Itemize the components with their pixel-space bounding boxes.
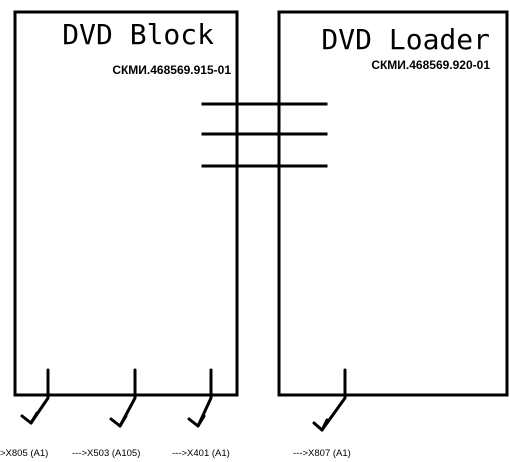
dvd-loader: DVD Loader СКМИ.468569.920-01 [277,10,509,397]
connector-label: >X805 (A1) [0,448,48,459]
connector-lead [312,368,347,432]
connector-label: --->X401 (A1) [172,448,230,459]
dvd-block-code: СКМИ.468569.915-01 [112,63,231,77]
connector-label: --->X807 (A1) [293,448,351,459]
connector-lead [20,368,50,425]
connector-lead [109,368,137,428]
dvd-block-title: DVD Block [62,18,214,51]
interconnect-wires [201,102,328,168]
connector-lead [187,368,213,428]
dvd-loader-frame [277,10,509,397]
dvd-block: DVD Block СКМИ.468569.915-01 [13,10,239,397]
dvd-block-frame [13,10,239,397]
dvd-loader-code: СКМИ.468569.920-01 [371,58,490,72]
connector-label: --->X503 (A105) [72,448,140,459]
dvd-loader-title: DVD Loader [321,23,490,56]
